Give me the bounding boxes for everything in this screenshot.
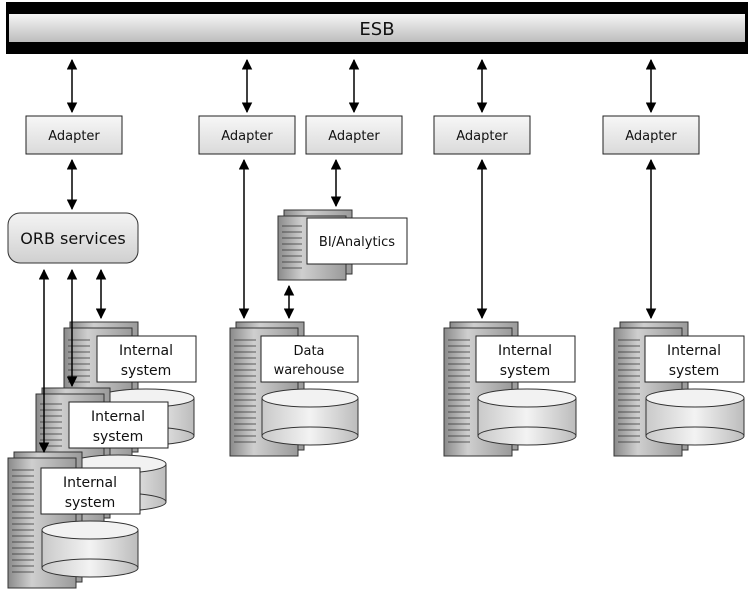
system-label-line2: system: [500, 363, 551, 379]
adapter-label: Adapter: [48, 129, 100, 144]
system-label-line1: Internal: [119, 343, 173, 359]
adapter-3: Adapter: [305, 115, 403, 155]
database-cylinder: [41, 520, 139, 578]
bi-label: BI/Analytics: [319, 235, 395, 250]
orb-label: ORB services: [20, 229, 125, 248]
system-label-line2: system: [121, 363, 172, 379]
system-label-line1: Internal: [498, 343, 552, 359]
database-cylinder: [645, 388, 745, 446]
warehouse-label-line1: Data: [293, 344, 324, 359]
adapter-5: Adapter: [602, 115, 700, 155]
adapter-2: Adapter: [198, 115, 296, 155]
data-warehouse: Data warehouse: [229, 321, 359, 457]
adapter-1: Adapter: [25, 115, 123, 155]
orb-system-arrows: [38, 268, 107, 454]
adapter-4: Adapter: [433, 115, 531, 155]
internal-system-5: Internal system: [613, 321, 745, 457]
adapter-system-arrows: [238, 158, 657, 320]
orb-services: ORB services: [7, 212, 139, 264]
adapter-label: Adapter: [221, 129, 273, 144]
adapter-label: Adapter: [328, 129, 380, 144]
adapter-label: Adapter: [456, 129, 508, 144]
warehouse-label-line2: warehouse: [274, 363, 345, 378]
system-label-line2: system: [93, 429, 144, 445]
database-cylinder: [477, 388, 577, 446]
internal-system-4: Internal system: [443, 321, 577, 457]
esb-bus: ESB: [6, 2, 748, 54]
adapter-label: Adapter: [625, 129, 677, 144]
internal-system-3: Internal system: [7, 451, 141, 589]
bi-analytics-server: BI/Analytics: [277, 209, 408, 281]
bus-adapter-arrows: [66, 58, 657, 114]
system-label-line2: system: [65, 495, 116, 511]
system-label-line1: Internal: [91, 409, 145, 425]
system-label-line2: system: [669, 363, 720, 379]
esb-label: ESB: [359, 19, 394, 40]
system-label-line1: Internal: [63, 475, 117, 491]
system-label-line1: Internal: [667, 343, 721, 359]
database-cylinder: [261, 388, 359, 446]
